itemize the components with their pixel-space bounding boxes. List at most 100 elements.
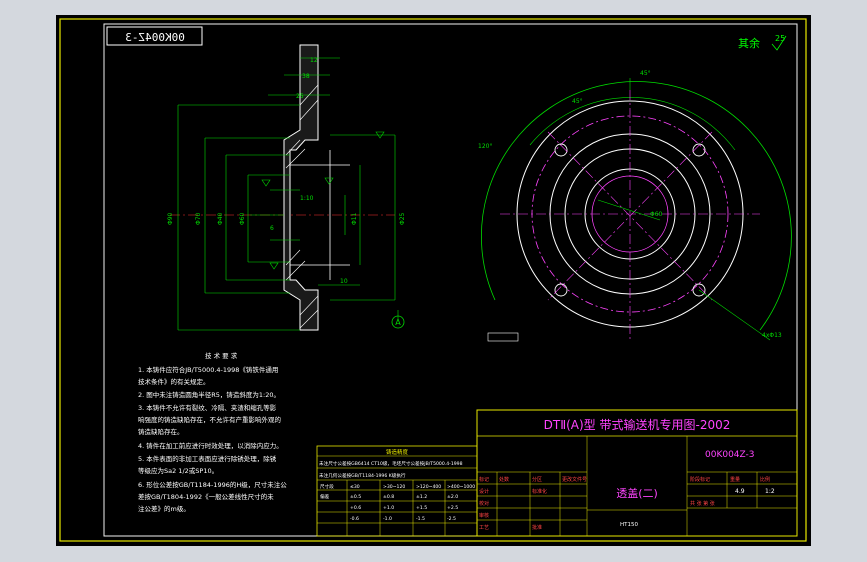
bolt-hole bbox=[554, 143, 568, 157]
weight-label: 重量 bbox=[730, 476, 740, 483]
roughness-note: 其余 bbox=[738, 36, 760, 50]
note-line: 响强度的铸造缺陷存在，不允许有产重影响外观的 bbox=[138, 415, 282, 424]
bolt-hole bbox=[692, 143, 706, 157]
rev-label: 批准 bbox=[532, 524, 542, 531]
grid-cell: -0.6 bbox=[350, 516, 359, 522]
grid-cell: >120~400 bbox=[416, 484, 441, 490]
outer-arc bbox=[481, 81, 792, 331]
grid-cell: ≤30 bbox=[350, 484, 360, 490]
dim-text: 6 bbox=[270, 225, 274, 232]
grid-cell: -1.5 bbox=[416, 516, 425, 522]
rev-header: 处数 bbox=[499, 476, 509, 483]
part-name: 透盖(二) bbox=[616, 486, 658, 500]
bore-lines bbox=[290, 150, 350, 280]
note-line: 6. 形位公差按GB/T1184-1996的H级，尺寸未注公 bbox=[138, 480, 287, 489]
roughness-value: 25 bbox=[775, 34, 785, 43]
rev-header: 更改文件号 bbox=[562, 476, 587, 483]
roughness-marks bbox=[261, 131, 385, 270]
grid-cell: -1.0 bbox=[383, 516, 392, 522]
weight-value: 4.9 bbox=[735, 488, 745, 495]
grid-cell: >30~120 bbox=[383, 484, 405, 490]
grid-cell: ±0.8 bbox=[383, 494, 394, 500]
note-line: 注公差》的m级。 bbox=[138, 504, 190, 513]
bolt-hole bbox=[692, 283, 706, 297]
rev-label: 校对 bbox=[479, 500, 489, 507]
dim-text: Φ70 bbox=[195, 212, 202, 225]
dim-text: Φ90 bbox=[167, 212, 174, 225]
tolerance-row: 未注尺寸公差按GB6414 CT10级，毛坯尺寸公差按JB/T5000.4-19… bbox=[319, 460, 463, 467]
drawing-sheet bbox=[56, 15, 811, 546]
rev-header: 标记 bbox=[479, 476, 489, 483]
grid-cell: ±1.2 bbox=[416, 494, 427, 500]
note-line: 4. 铸件在加工前应进行时效处理，以消除内应力。 bbox=[138, 441, 283, 450]
datum-label: A bbox=[395, 318, 401, 327]
angle-text: 45° bbox=[640, 70, 651, 77]
angle-text: 120° bbox=[478, 143, 492, 150]
dim-text: 12 bbox=[310, 57, 318, 64]
dim-text: 38 bbox=[302, 73, 310, 80]
material: HT150 bbox=[620, 522, 638, 528]
section-dimensions: Φ90 Φ70 Φ40 Φ60 Φ25 Φ11 12 38 25 6 10 1:… bbox=[167, 57, 406, 285]
dim-text: Φ60 bbox=[650, 211, 663, 218]
grid-cell: ±2.0 bbox=[447, 494, 458, 500]
rev-label: 审核 bbox=[479, 512, 489, 519]
angle-text: 45° bbox=[572, 98, 583, 105]
section-hatch bbox=[285, 84, 319, 329]
plan-dimensions: 45° 45° 120° 4xΦ13 Φ60 bbox=[478, 70, 782, 339]
dim-text: 1:10 bbox=[300, 195, 314, 202]
note-line: 2. 图中未注铸造圆角半径R5，铸造斜度为1:20。 bbox=[138, 390, 280, 399]
tolerance-row: 未注几何公差按GB/T1184-1996 K级执行 bbox=[319, 472, 406, 479]
plan-view: 45° 45° 120° 4xΦ13 Φ60 bbox=[478, 70, 792, 341]
dim-text: 25 bbox=[296, 93, 304, 100]
sheet-border bbox=[59, 18, 807, 542]
tolerance-title: 铸造精度 bbox=[386, 448, 409, 456]
scale-label: 比例 bbox=[760, 476, 770, 483]
grid-cell: +0.6 bbox=[350, 505, 361, 511]
dim-text: Φ40 bbox=[217, 212, 224, 225]
rev-header: 分区 bbox=[532, 476, 542, 483]
note-line: 3. 本铸件不允许有裂纹、冷隔、夹渣和缩孔等影 bbox=[138, 403, 277, 412]
code-stamp-box bbox=[106, 26, 203, 46]
rev-label: 工艺 bbox=[479, 525, 489, 531]
note-line: 1. 本铸件应符合JB/T5000.4-1998《铸铁件通用 bbox=[138, 365, 278, 374]
dim-text: Φ60 bbox=[239, 212, 246, 225]
grid-cell: 偏差 bbox=[320, 493, 330, 500]
note-line: 差按GB/T1804-1992《一般公差线性尺寸的未 bbox=[138, 492, 274, 501]
dim-text: 10 bbox=[340, 278, 348, 285]
note-line: 等级应为Sa2 1/2或SP10。 bbox=[138, 466, 218, 475]
dimension-lines bbox=[177, 57, 399, 331]
grid-cell: +2.5 bbox=[447, 505, 458, 511]
stage-label: 阶段标记 bbox=[690, 476, 710, 483]
dim-text: Φ25 bbox=[399, 212, 406, 225]
note-line: 铸造缺陷存在。 bbox=[138, 427, 184, 436]
hole-callout: 4xΦ13 bbox=[762, 332, 782, 339]
roughness-symbol-icon bbox=[771, 35, 787, 51]
note-line: 5. 本件表面的非加工表面应进行除锈处理，除锈 bbox=[138, 454, 277, 463]
rev-label: 设计 bbox=[479, 488, 489, 495]
technical-notes: 技 术 要 求 1. 本铸件应符合JB/T5000.4-1998《铸铁件通用 技… bbox=[138, 351, 287, 513]
plan-leaders bbox=[597, 78, 771, 341]
notes-title: 技 术 要 求 bbox=[205, 351, 238, 360]
bolt-hole bbox=[554, 283, 568, 297]
scale-value: 1:2 bbox=[765, 488, 775, 495]
plan-axes bbox=[500, 90, 760, 340]
angle-arc bbox=[529, 97, 736, 151]
sheet-label: 共 张 第 张 bbox=[690, 500, 715, 507]
section-view: Φ90 Φ70 Φ40 Φ60 Φ25 Φ11 12 38 25 6 10 1:… bbox=[167, 44, 519, 342]
title-block: DTⅡ(A)型 带式输送机专用图-2002 标记 处数 分区 更改文件 bbox=[476, 409, 798, 537]
feature-control-frame bbox=[487, 332, 519, 342]
grid-cell: ±0.5 bbox=[350, 494, 361, 500]
code-stamp: 00K004Z-3 bbox=[125, 31, 185, 44]
grid-cell: -2.5 bbox=[447, 516, 456, 522]
title-block-header: DTⅡ(A)型 带式输送机专用图-2002 bbox=[544, 417, 731, 432]
grid-cell: 尺寸段 bbox=[320, 483, 334, 490]
grid-cell: +1.5 bbox=[416, 505, 427, 511]
note-line: 技术条件》的有关规定。 bbox=[138, 377, 210, 386]
part-code: 00K004Z-3 bbox=[705, 450, 755, 460]
dim-text: Φ11 bbox=[351, 212, 358, 225]
grid-cell: +1.0 bbox=[383, 505, 394, 511]
datum-circle-icon bbox=[391, 315, 405, 329]
rev-label: 标准化 bbox=[532, 488, 547, 495]
grid-cell: >400~1000 bbox=[447, 484, 475, 490]
